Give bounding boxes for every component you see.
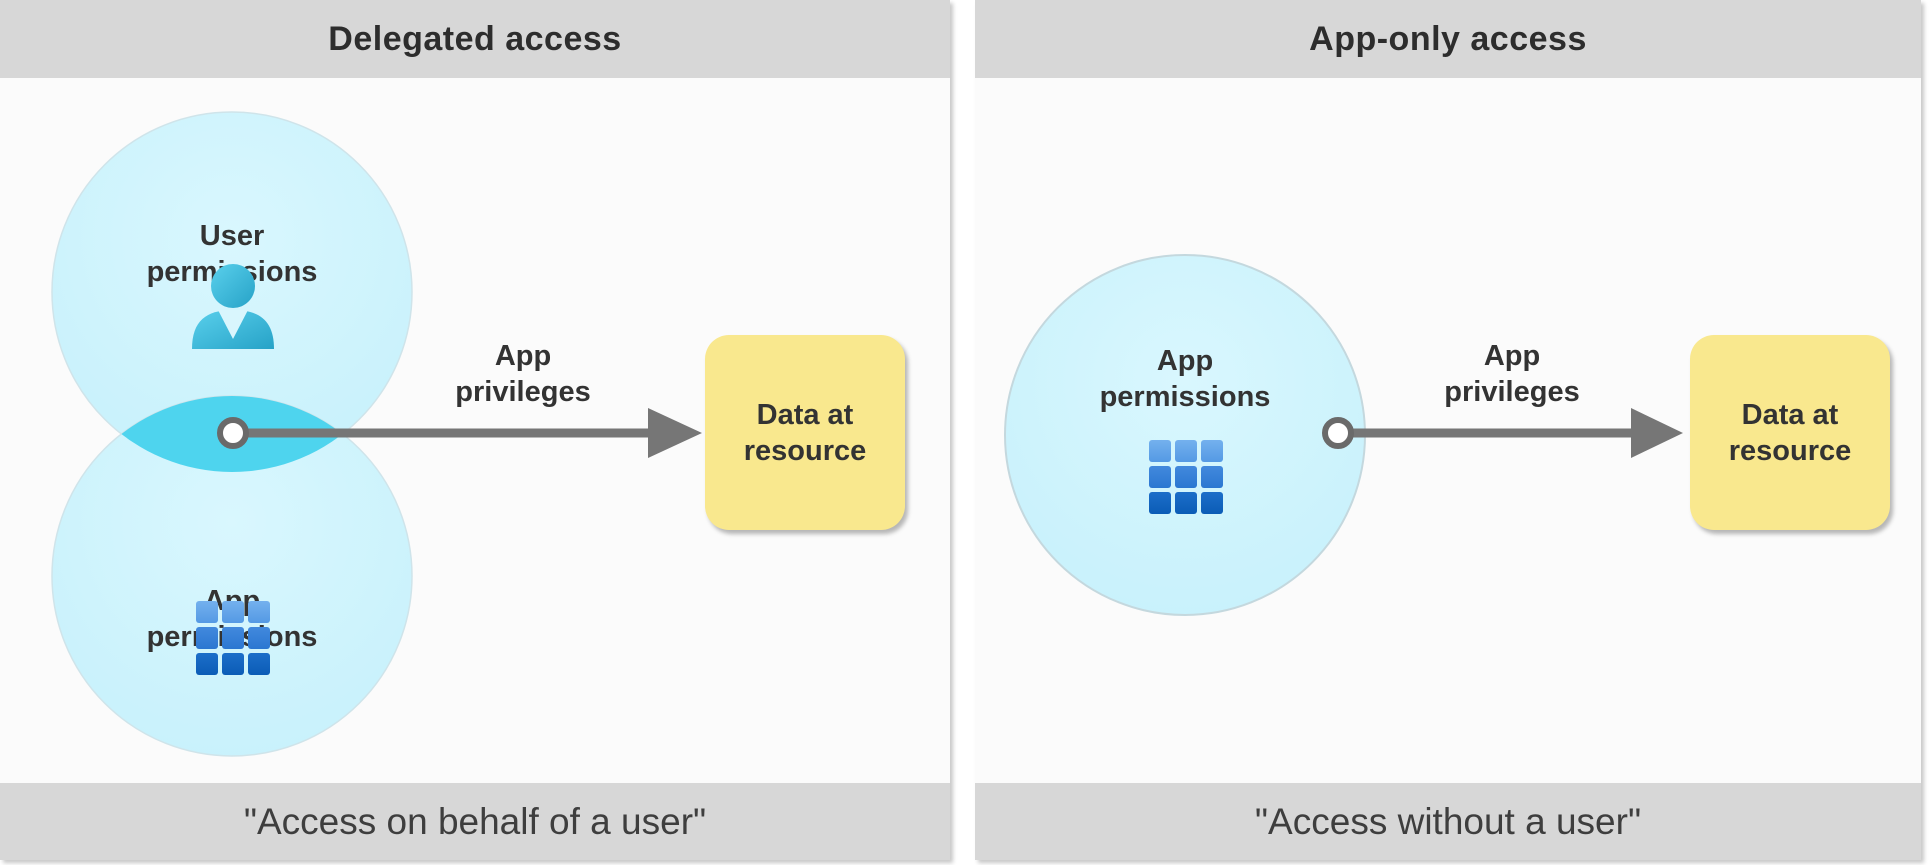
app-permissions-circle: [1004, 254, 1366, 616]
user-icon: [192, 264, 274, 349]
panel-caption: "Access on behalf of a user": [243, 800, 707, 842]
data-at-resource-box: Data at resource: [1690, 335, 1890, 530]
panel-header: Delegated access: [0, 0, 950, 78]
app-privileges-label: App privileges: [1444, 340, 1580, 408]
panel-footer: "Access on behalf of a user": [0, 783, 950, 860]
circle-arrow-diagram: [1004, 254, 1683, 616]
connector-dot-icon: [1322, 417, 1354, 449]
app-only-access-panel: App-only access App permissions App priv…: [975, 0, 1921, 860]
data-at-resource-label: Data at resource: [743, 398, 867, 467]
data-at-resource-label: Data at resource: [1728, 398, 1852, 467]
connector-dot-icon: [217, 417, 249, 449]
app-grid-icon: [1149, 440, 1223, 514]
app-permissions-label: App permissions: [1099, 345, 1271, 413]
delegated-access-panel: Delegated access User permissions: [0, 0, 950, 860]
arrow-head-icon: [1631, 408, 1683, 458]
panel-caption: "Access without a user": [1254, 800, 1642, 842]
panel-title: Delegated access: [328, 19, 622, 58]
panel-header: App-only access: [975, 0, 1921, 78]
app-grid-icon: [196, 601, 270, 675]
data-at-resource-box: Data at resource: [705, 335, 905, 530]
app-privileges-label: App privileges: [455, 340, 591, 408]
panel-footer: "Access without a user": [975, 783, 1921, 860]
panel-title: App-only access: [1309, 19, 1587, 58]
arrow-head-icon: [648, 408, 702, 458]
